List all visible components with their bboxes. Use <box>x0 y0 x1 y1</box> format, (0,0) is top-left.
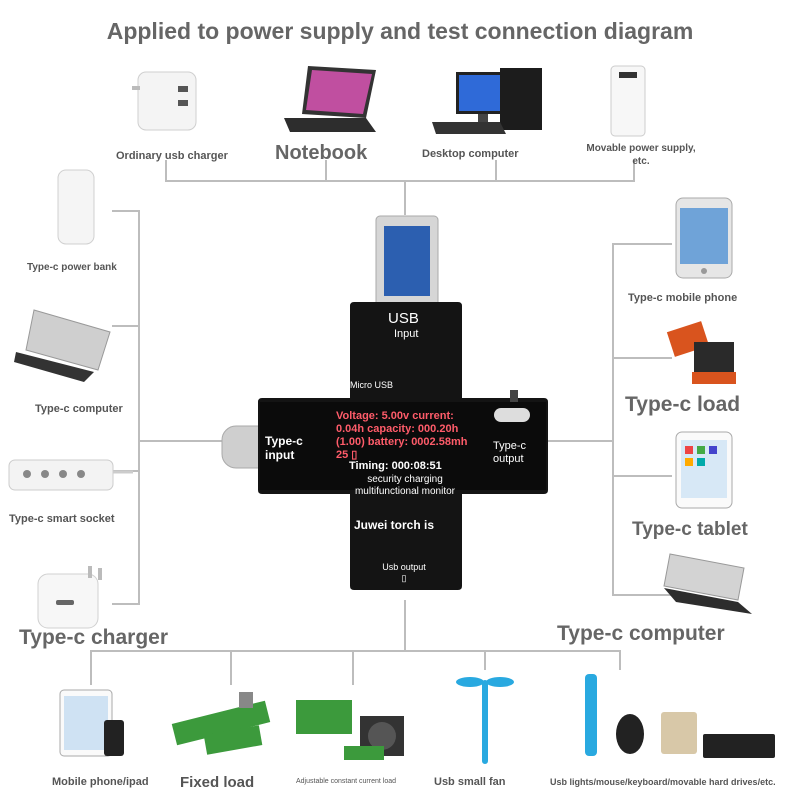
bottom-connector-drop <box>90 650 92 685</box>
typec-laptop-icon <box>14 309 111 382</box>
ipad-phone-icon <box>59 689 124 757</box>
usb-charger-icon <box>132 71 197 131</box>
usb-input-sub-label: Input <box>394 328 419 340</box>
mobile-phone-icon <box>675 197 733 279</box>
bottom-connector-drop <box>484 650 486 670</box>
usb-fan-icon <box>456 677 514 764</box>
monitor-caption: security charging multifunctional monito… <box>354 474 456 497</box>
fixed-load-icon <box>171 692 271 755</box>
right-connector-line <box>612 243 614 596</box>
top-connector-drop <box>633 160 635 182</box>
usb-small-fan-label: Usb small fan <box>434 776 506 788</box>
notebook-label: Notebook <box>275 142 368 164</box>
top-connector-drop <box>325 160 327 182</box>
left-connector-line <box>138 210 140 605</box>
mobile-phone-ipad-label: Mobile phone/ipad <box>52 776 149 788</box>
top-connector-drop <box>165 160 167 182</box>
usb-peripherals-icon <box>585 674 775 758</box>
typec-load-label: Type-c load <box>625 393 741 416</box>
smart-socket-icon <box>8 459 133 491</box>
right-connector-stem <box>548 440 614 442</box>
usb-output-label: Usb output ▯ <box>382 562 426 583</box>
typec-tablet-label: Type-c tablet <box>632 519 748 540</box>
typec-smart-socket-label: Type-c smart socket <box>9 513 115 525</box>
typec-computer-right-icon <box>663 553 752 614</box>
right-connector-tick <box>612 475 672 477</box>
typec-input-label: Type-c input <box>265 434 303 462</box>
page-title: Applied to power supply and test connect… <box>106 18 694 44</box>
typec-computer-label-right: Type-c computer <box>557 622 725 645</box>
brand-label: Juwei torch is <box>354 518 435 532</box>
typec-output-label: Type-c output <box>493 440 527 465</box>
right-connector-tick <box>612 243 672 245</box>
usb-tester-meter <box>221 215 548 590</box>
adjustable-load-icon <box>296 700 404 760</box>
left-connector-stem <box>140 440 222 442</box>
top-connector-drop <box>495 160 497 182</box>
typec-charger-icon <box>37 566 102 629</box>
desktop-computer-label: Desktop computer <box>422 148 519 160</box>
right-connector-tick <box>612 594 672 596</box>
typec-load-icon <box>666 321 736 384</box>
micro-usb-label: Micro USB <box>350 380 394 390</box>
tablet-icon <box>675 431 733 509</box>
laptop-icon <box>284 66 376 132</box>
timing-readout: Timing: 000:08:51 <box>349 460 442 472</box>
usb-input-label: USB <box>388 310 419 327</box>
movable-power-supply-label: Movable power supply, etc. <box>586 143 696 167</box>
bottom-connector-stem <box>404 600 406 650</box>
bottom-connector-drop <box>230 650 232 685</box>
typec-mobile-phone-label: Type-c mobile phone <box>628 292 738 304</box>
bottom-connector-line <box>90 650 620 652</box>
typec-power-bank-icon <box>57 169 95 245</box>
right-connector-tick <box>612 357 672 359</box>
typec-computer-label-left: Type-c computer <box>35 403 123 415</box>
adjustable-load-label: Adjustable constant current load <box>296 778 397 785</box>
ordinary-usb-charger-label: Ordinary usb charger <box>116 150 228 162</box>
top-connector-line <box>165 180 635 182</box>
typec-charger-label: Type-c charger <box>19 626 168 649</box>
left-connector-tick <box>112 210 140 212</box>
top-connector-stem <box>404 180 406 215</box>
desktop-computer-icon <box>432 68 542 134</box>
usb-lights-label: Usb lights/mouse/keyboard/movable hard d… <box>550 777 776 787</box>
left-connector-tick <box>112 603 140 605</box>
fixed-load-label: Fixed load <box>180 774 255 791</box>
bottom-connector-drop <box>352 650 354 685</box>
bottom-connector-drop <box>619 650 621 670</box>
left-connector-tick <box>112 325 140 327</box>
power-bank-icon <box>610 65 646 137</box>
meter-readout: Voltage: 5.00v current: 0.04h capacity: … <box>336 410 468 461</box>
typec-power-bank-label: Type-c power bank <box>27 262 117 273</box>
